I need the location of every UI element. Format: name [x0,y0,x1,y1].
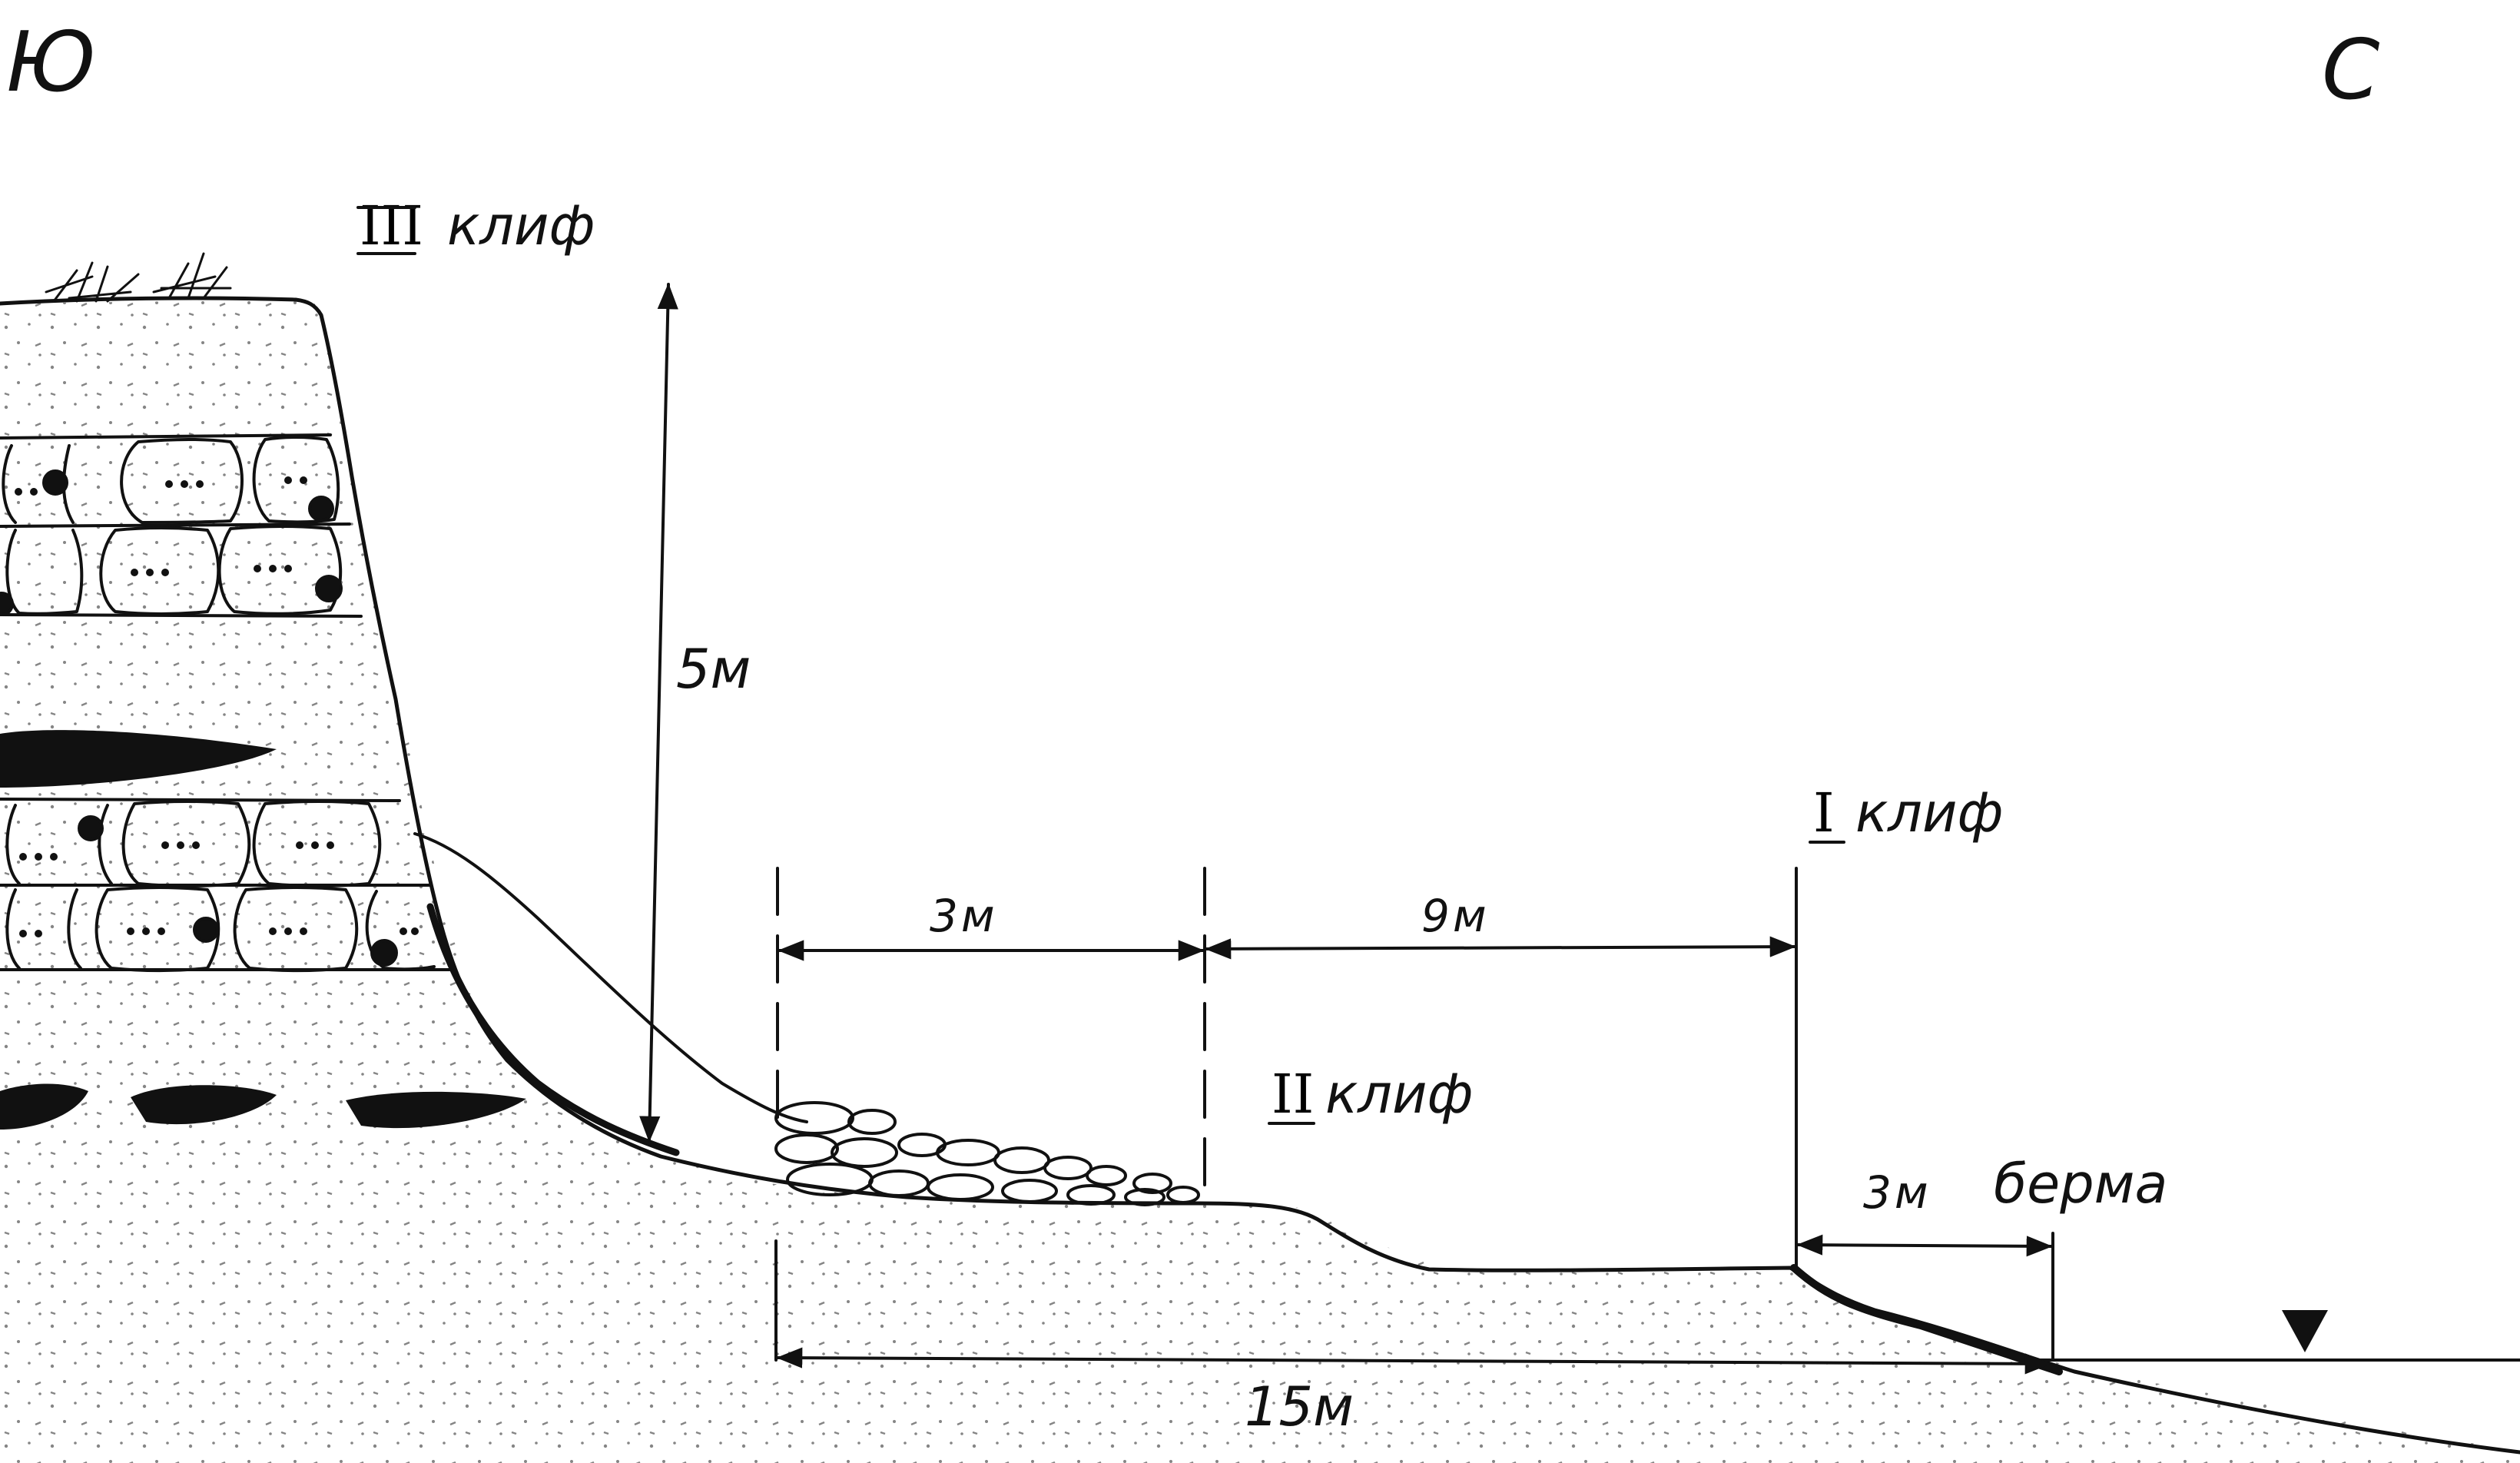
cliff-ii-roman: II [1272,1063,1314,1126]
cliff-i-word: клиф [1855,781,2003,844]
south-direction-label: Ю [6,15,96,111]
cliff-iii-label: III клиф [356,194,595,257]
terrace-width-arrow [1205,936,1796,960]
boulder-layer-4 [5,886,436,972]
sediment-body [0,300,2520,1463]
cliff-ii-label: II клиф [1268,1063,1473,1126]
boulder-layer-1 [2,436,340,524]
pebbles-width-label: 3м [930,890,998,942]
height-dimension-arrow [639,283,678,1143]
total-width-label: 15м [1245,1375,1354,1438]
north-direction-label: С [2322,22,2380,118]
pebble-beach [774,1101,1200,1206]
grass-tufts [45,252,232,303]
berm-width-arrow [1796,1234,2053,1257]
talus-slope-line [413,832,808,1123]
cliff-iii-roman: III [360,194,423,257]
cliff-i-label: I клиф [1809,781,2003,844]
water-level-triangle-icon [2282,1310,2328,1352]
height-dimension-label: 5м [676,638,751,701]
cliff-ii-word: клиф [1325,1063,1473,1126]
cliff-i-roman: I [1813,781,1835,844]
berm-width-label: 3м [1863,1166,1931,1219]
terrace-width-label: 9м [1421,890,1490,942]
dark-lenses [0,730,526,1130]
boulder-layer-2 [0,525,343,616]
berm-label: берма [1994,1153,2167,1216]
total-width-arrow [776,1347,2051,1375]
cliff-iii-base-line [426,903,680,1156]
cliff-iii-word: клиф [447,194,595,257]
boulder-layer-3 [5,800,382,887]
